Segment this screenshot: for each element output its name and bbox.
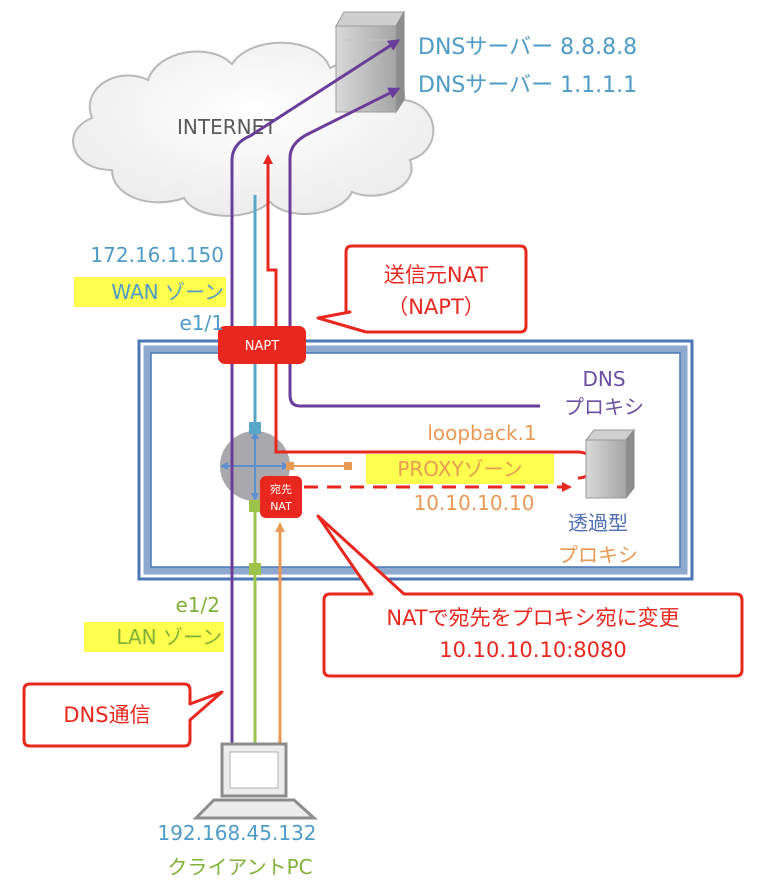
loopback-name-label: loopback.1	[427, 421, 536, 445]
dns-callout-label: DNS通信	[63, 703, 150, 727]
snat-callout	[316, 244, 528, 334]
dns-server-1-label: DNSサーバー 8.8.8.8	[418, 35, 637, 60]
loopback-ip-label: 10.10.10.10	[414, 491, 535, 515]
lan-zone-highlight	[84, 622, 224, 652]
snat-callout-line1: 送信元NAT	[384, 263, 488, 287]
snat-callout-line2: （NAPT）	[387, 295, 485, 319]
dnat-badge-line2: NAT	[270, 500, 292, 513]
lan-link	[249, 500, 261, 757]
transparent-proxy-label-1: 透過型	[568, 511, 628, 535]
proxy-zone-highlight	[366, 454, 554, 484]
dns-client-flow	[230, 39, 401, 755]
proxy-zone-label: PROXYゾーン	[397, 457, 522, 481]
napt-badge	[218, 326, 306, 364]
internet-label: INTERNET	[177, 115, 277, 139]
firewall-box	[137, 339, 694, 581]
dnat-callout	[316, 514, 744, 678]
wan-link	[249, 195, 261, 434]
wan-zone-highlight	[74, 277, 226, 307]
loopback-connector	[286, 462, 352, 470]
dnat-badge-line1: 宛先	[270, 482, 292, 496]
dns-proxy-label-2: プロキシ	[564, 395, 644, 419]
wan-zone-label: WAN ゾーン	[111, 280, 224, 304]
dns-server-icon	[335, 10, 405, 114]
dns-proxy-flow	[288, 87, 540, 408]
napt-badge-label: NAPT	[245, 339, 279, 354]
transparent-proxy-server-icon	[584, 428, 636, 500]
transparent-proxy-label-2: プロキシ	[558, 543, 638, 567]
dnat-callout-line2: 10.10.10.10:8080	[439, 638, 626, 662]
client-label: クライアントPC	[167, 855, 312, 879]
wan-iface-label: e1/1	[180, 311, 225, 335]
client-ip-label: 192.168.45.132	[157, 821, 316, 845]
wan-ip-label: 172.16.1.150	[90, 243, 224, 267]
dns-callout	[22, 682, 224, 748]
lan-iface-label: e1/2	[176, 593, 221, 617]
dnat-badge	[260, 476, 302, 518]
dnat-callout-line1: NATで宛先をプロキシ宛に変更	[386, 606, 679, 630]
dns-server-2-label: DNSサーバー 1.1.1.1	[418, 73, 637, 98]
laptop-icon	[192, 742, 318, 820]
lan-zone-label: LAN ゾーン	[116, 625, 222, 649]
dns-proxy-label-1: DNS	[582, 367, 625, 391]
